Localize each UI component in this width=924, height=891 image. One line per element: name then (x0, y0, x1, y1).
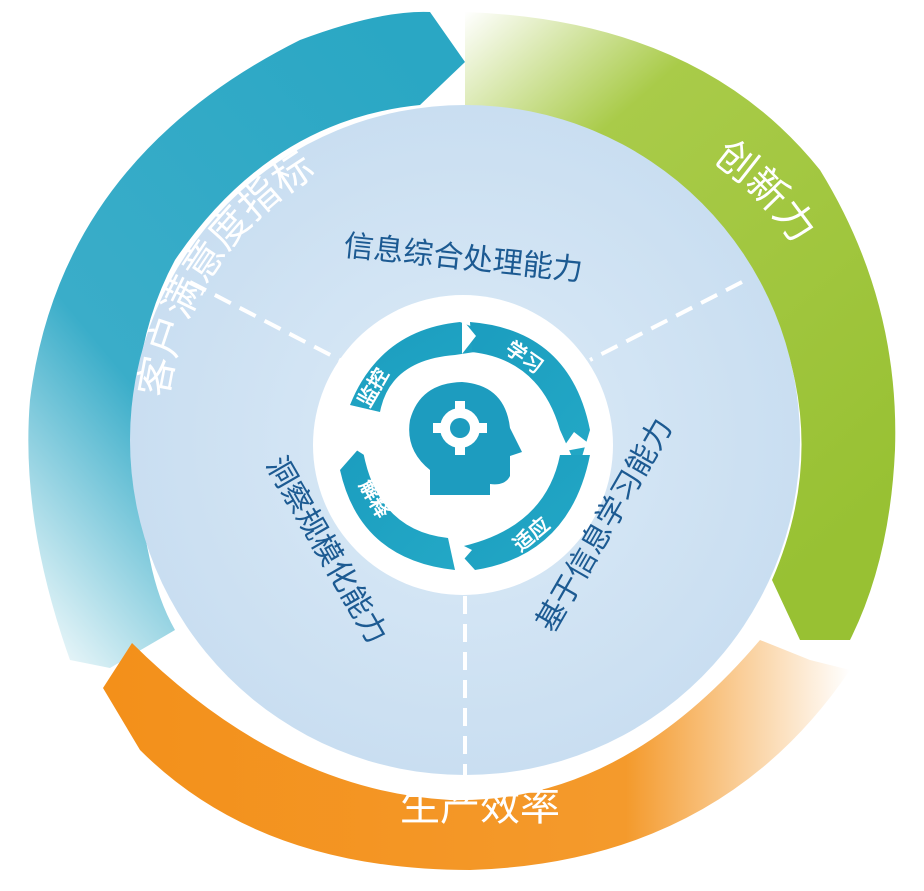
gear-tooth-right (478, 423, 487, 433)
cycle-arrow-right (560, 432, 592, 452)
head-gear-icon (409, 382, 522, 495)
divider-top-right (589, 280, 743, 362)
center-cycle: 学习 适应 解释 监控 (313, 295, 613, 595)
ring-label-productivity: 生产效率 (400, 784, 560, 830)
green-ring-segment (465, 12, 896, 640)
gear-tooth-bottom (455, 446, 465, 455)
cycle-arrow-left (350, 430, 372, 460)
cycle-arc-bottom (455, 455, 590, 570)
cycle-arrow-bottom (452, 540, 472, 566)
gear-core (450, 418, 470, 438)
gear-tooth-left (433, 423, 442, 433)
orange-ring-segment (103, 640, 850, 870)
gear-tooth-top (455, 401, 465, 410)
cycle-arc-left (340, 445, 455, 570)
cycle-arrow-top (462, 319, 476, 354)
divider-top-left (189, 280, 341, 362)
